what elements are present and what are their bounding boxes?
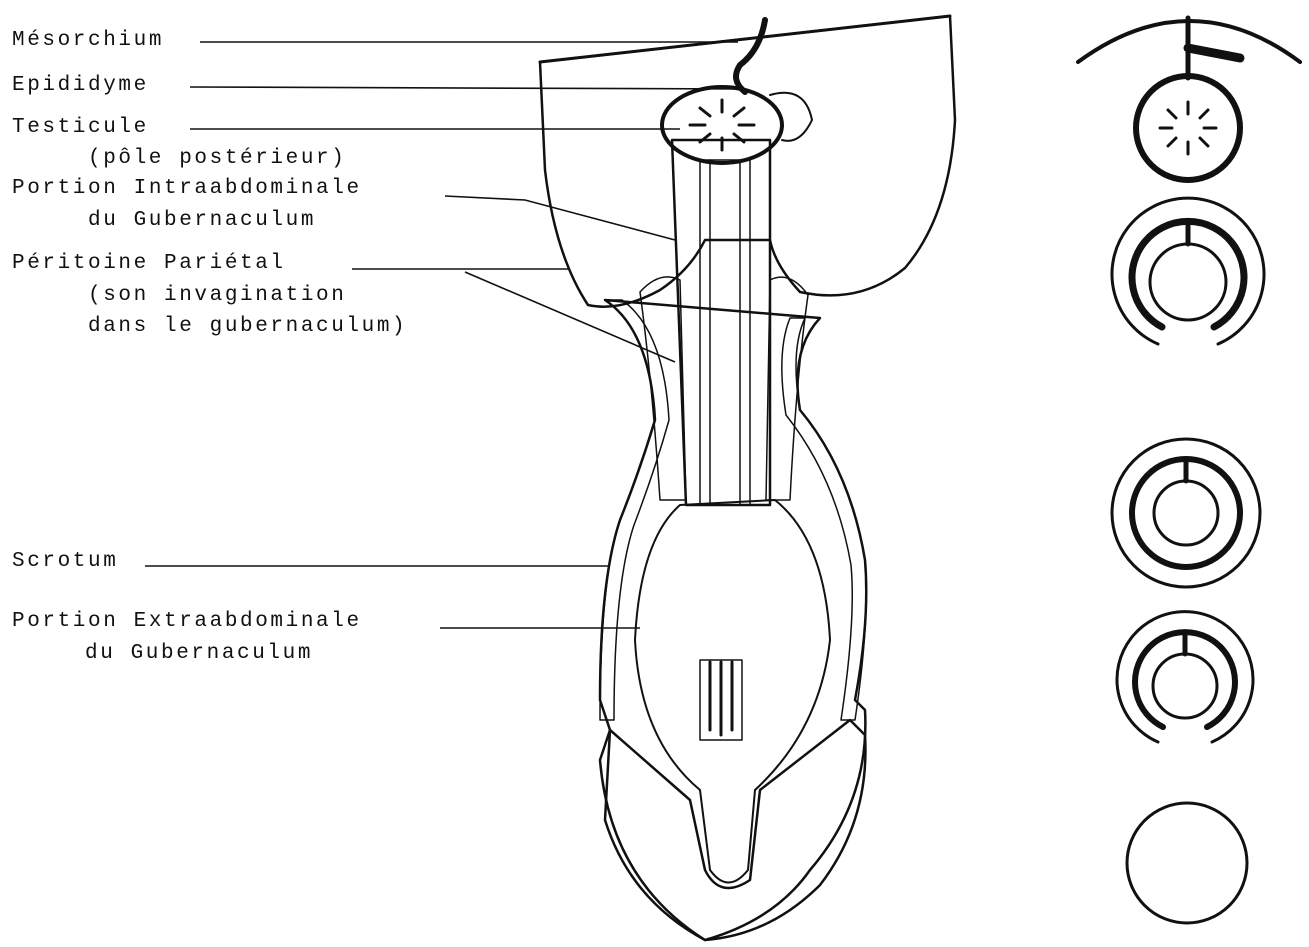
- section-4: [1117, 612, 1253, 742]
- gubernaculum-core: [700, 160, 750, 505]
- scrotal-base: [605, 720, 865, 940]
- section-1: [1078, 18, 1300, 180]
- peritoneal-lining-right: [766, 277, 808, 500]
- gubernaculum-longitudinal-section: [540, 16, 955, 940]
- scrotal-wall-left: [600, 300, 669, 720]
- testis: [662, 87, 782, 163]
- leader-epididyme: [190, 87, 745, 89]
- leader-intra: [445, 196, 675, 240]
- mesorchium: [736, 20, 765, 92]
- cross-sections-column: [1078, 18, 1300, 923]
- section-2: [1112, 198, 1264, 344]
- epididymis: [770, 93, 812, 141]
- intraabdominal-gubernaculum: [672, 140, 770, 505]
- testis-tubules: [690, 100, 754, 150]
- scrotum-envelope: [600, 300, 866, 940]
- section-3: [1112, 439, 1260, 587]
- section-5: [1127, 803, 1247, 923]
